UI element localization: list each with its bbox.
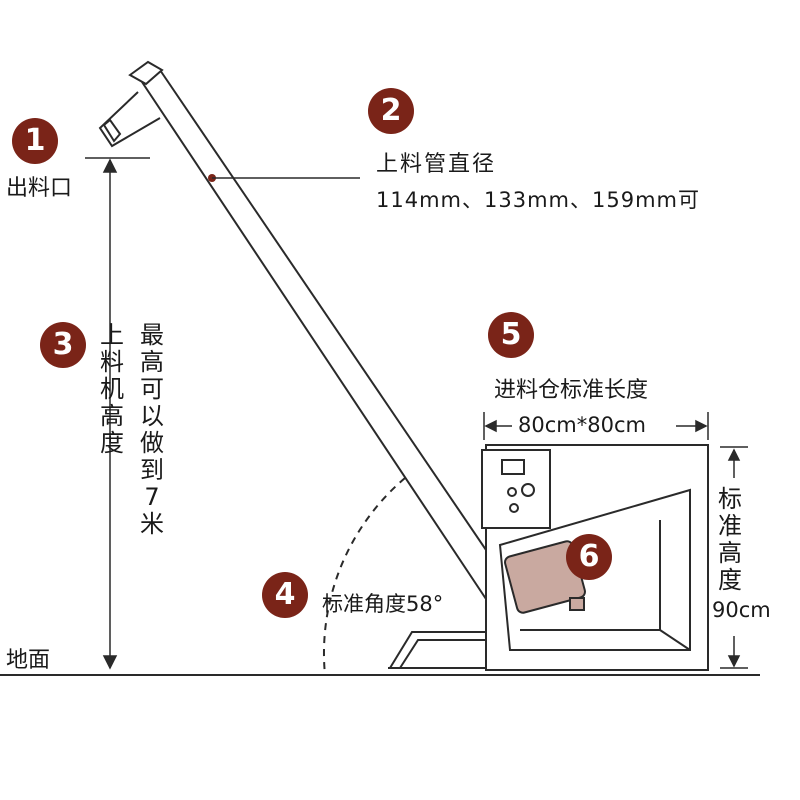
badge-4: 4 bbox=[262, 572, 308, 618]
badge-6: 6 bbox=[566, 534, 612, 580]
outlet-label: 出料口 bbox=[6, 176, 73, 201]
hopper-title: 进料仓标准长度 bbox=[494, 378, 649, 403]
hopper-size: 80cm*80cm bbox=[518, 413, 646, 437]
max-height-label: 最高可以做到7米 bbox=[140, 321, 164, 538]
height-dimension bbox=[102, 158, 118, 670]
conveyor-pipe bbox=[98, 60, 521, 621]
badge-5: 5 bbox=[488, 312, 534, 358]
pipe-diameter-title: 上料管直径 bbox=[376, 152, 497, 177]
std-height-value: 90cm bbox=[712, 598, 771, 622]
ground-label: 地面 bbox=[6, 648, 51, 673]
std-height-label: 标准高度 bbox=[718, 485, 742, 594]
badge-3: 3 bbox=[40, 322, 86, 368]
pipe-diameter-values: 114mm、133mm、159mm可 bbox=[376, 188, 700, 212]
hopper-height-dimension bbox=[720, 446, 748, 669]
badge-2: 2 bbox=[368, 88, 414, 134]
motor bbox=[504, 540, 586, 614]
standard-angle-label: 标准角度58° bbox=[322, 592, 444, 616]
badge-1: 1 bbox=[12, 118, 58, 164]
control-box bbox=[481, 449, 551, 529]
angle-arc bbox=[322, 477, 406, 676]
height-label: 上料机高度 bbox=[100, 321, 124, 457]
hopper-width-dimension bbox=[483, 412, 709, 440]
